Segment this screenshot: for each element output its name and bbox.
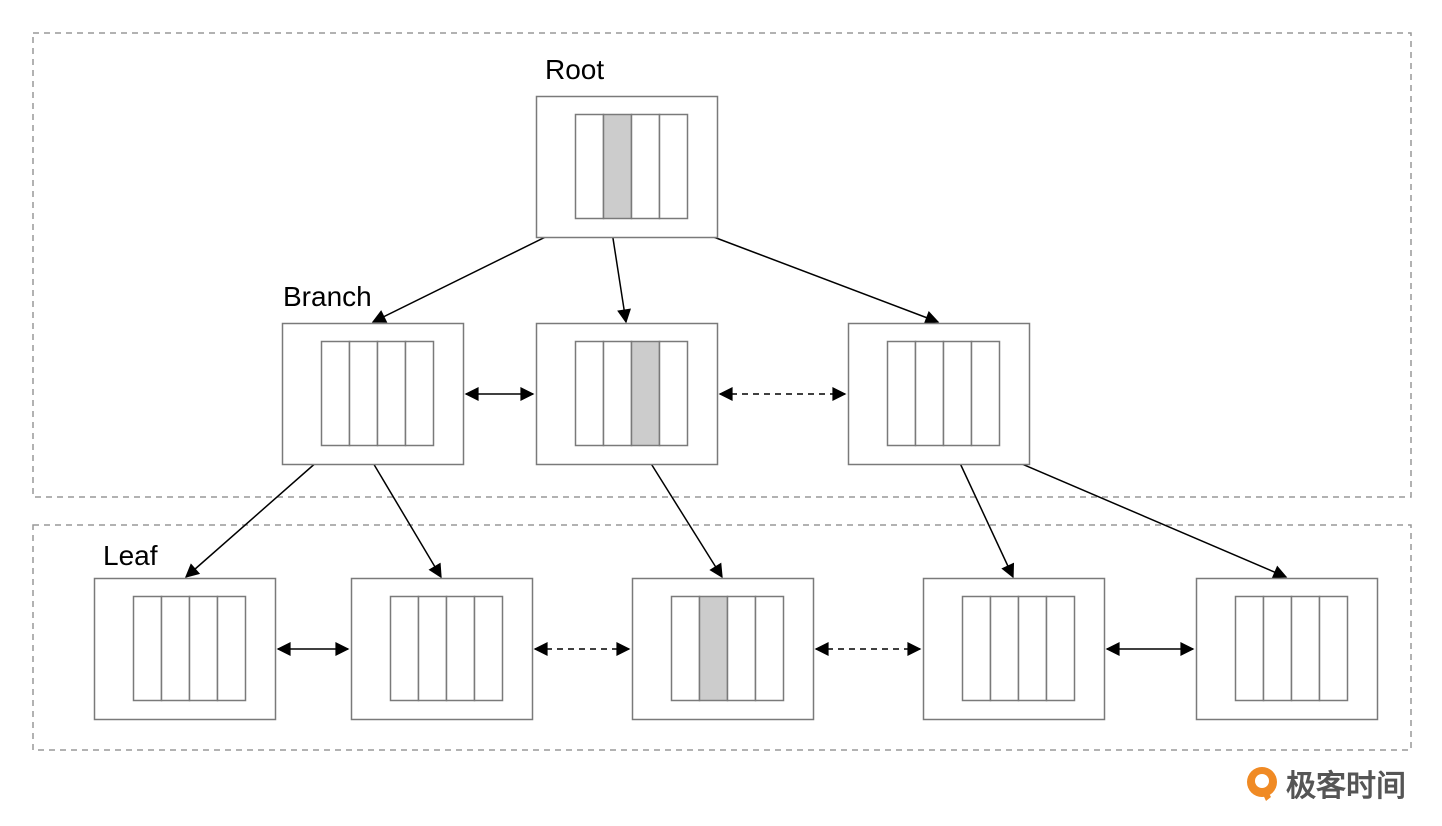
leaf-2-cell-1 xyxy=(389,595,420,702)
branch-label: Branch xyxy=(283,281,372,312)
branch-2-cell-2 xyxy=(602,340,633,447)
root-cell-4 xyxy=(658,113,689,220)
leaf-2-node xyxy=(350,577,534,721)
leaf-4-cell-4 xyxy=(1045,595,1076,702)
leaf-3-node xyxy=(631,577,815,721)
branch-1-node xyxy=(281,322,465,466)
branch-3-cell-2 xyxy=(914,340,945,447)
brand-logo: 极客时间 xyxy=(1247,767,1406,804)
leaf-2-cell-3 xyxy=(445,595,476,702)
leaf-5-cell-2 xyxy=(1262,595,1293,702)
edge-branch-2-to-leaf-3 xyxy=(639,445,723,579)
leaf-label: Leaf xyxy=(103,540,158,571)
leaf-1-cell-1 xyxy=(132,595,163,702)
branch-1-cell-2 xyxy=(348,340,379,447)
leaf-level-frame xyxy=(32,524,1412,751)
branch-1-cell-4 xyxy=(404,340,435,447)
leaf-3-cell-3 xyxy=(726,595,757,702)
leaf-3-cell-2 xyxy=(698,595,729,702)
leaf-2-cell-4 xyxy=(473,595,504,702)
leaf-5-cell-3 xyxy=(1290,595,1321,702)
branch-2-cell-4 xyxy=(658,340,689,447)
nodes-layer xyxy=(93,95,1379,721)
leaf-3-cell-4 xyxy=(754,595,785,702)
branch-3-node xyxy=(847,322,1031,466)
branch-1-cell-1 xyxy=(320,340,351,447)
branch-1-cell-3 xyxy=(376,340,407,447)
leaf-4-cell-3 xyxy=(1017,595,1048,702)
edge-branch-1-to-leaf-2 xyxy=(362,445,442,579)
leaf-1-cell-3 xyxy=(188,595,219,702)
branch-3-cell-1 xyxy=(886,340,917,447)
leaf-5-cell-4 xyxy=(1318,595,1349,702)
edge-branch-1-to-leaf-1 xyxy=(184,445,336,578)
leaf-2-cell-2 xyxy=(417,595,448,702)
branch-2-cell-3 xyxy=(630,340,661,447)
leaf-4-node xyxy=(922,577,1106,721)
leaf-1-cell-4 xyxy=(216,595,247,702)
branch-2-cell-1 xyxy=(574,340,605,447)
leaf-4-cell-1 xyxy=(961,595,992,702)
leaf-4-cell-2 xyxy=(989,595,1020,702)
branch-3-cell-4 xyxy=(970,340,1001,447)
root-cell-2 xyxy=(602,113,633,220)
edge-branch-3-to-leaf-4 xyxy=(951,445,1015,579)
upper-levels-frame xyxy=(32,32,1412,498)
root-cell-3 xyxy=(630,113,661,220)
leaf-5-node xyxy=(1195,577,1379,721)
branch-3-cell-3 xyxy=(942,340,973,447)
root-label: Root xyxy=(545,54,604,85)
branch-2-node xyxy=(535,322,719,466)
root-cell-1 xyxy=(574,113,605,220)
edge-branch-3-to-leaf-5 xyxy=(979,445,1288,579)
leaf-1-node xyxy=(93,577,277,721)
brand-name: 极客时间 xyxy=(1286,769,1406,804)
leaf-5-cell-1 xyxy=(1234,595,1265,702)
leaf-1-cell-2 xyxy=(160,595,191,702)
geektime-logo-icon xyxy=(1247,767,1277,801)
root-node xyxy=(535,95,719,239)
leaf-3-cell-1 xyxy=(670,595,701,702)
